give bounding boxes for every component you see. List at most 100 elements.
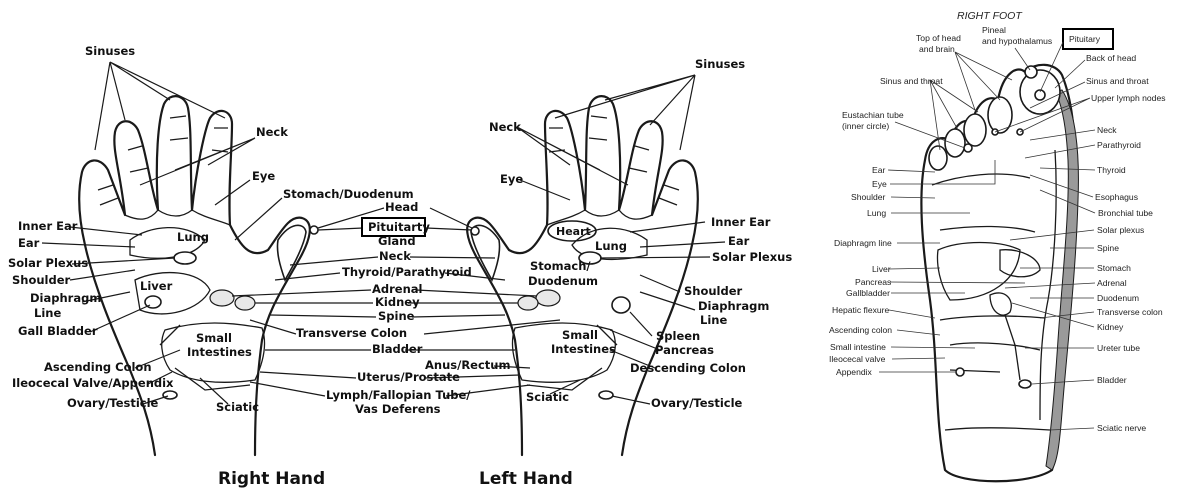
- lh-stomach-label: Stomach/: [530, 259, 591, 273]
- rh-intestines-label: Intestines: [187, 345, 252, 359]
- rh-liver-label: Liver: [140, 279, 173, 293]
- lh-spleen-label: Spleen: [656, 329, 700, 343]
- lh-diaphragm-label: Diaphragm: [698, 299, 769, 313]
- foot-thyroid-label: Thyroid: [1097, 165, 1126, 175]
- rh-ovary-label: Ovary/Testicle: [67, 396, 159, 410]
- foot-ear-label: Ear: [872, 165, 886, 175]
- right-foot-shoulder-lung-zone: [932, 174, 1035, 232]
- lh-eye-label: Eye: [500, 172, 523, 186]
- foot-back-head-label: Back of head: [1086, 53, 1136, 63]
- foot-transverse-colon-label: Transverse colon: [1097, 307, 1163, 317]
- lh-descending-colon-label: Descending Colon: [630, 361, 746, 375]
- foot-spine-label: Spine: [1097, 243, 1119, 253]
- right-foot-ureter: [1005, 315, 1020, 380]
- foot-adrenal-label: Adrenal: [1097, 278, 1127, 288]
- foot-stomach-label: Stomach: [1097, 263, 1131, 273]
- lh-solar-plexus-label: Solar Plexus: [712, 250, 792, 264]
- foot-appendix-label: Appendix: [836, 367, 873, 377]
- foot-bladder-label: Bladder: [1097, 375, 1127, 385]
- center-uterus-label: Uterus/Prostate: [357, 370, 460, 384]
- foot-sinus-right-label: Sinus and throat: [1086, 76, 1149, 86]
- foot-pituitary-label: Pituitary: [1069, 34, 1101, 44]
- foot-kidney-label: Kidney: [1097, 322, 1124, 332]
- foot-neck-label: Neck: [1097, 125, 1117, 135]
- center-transverse-colon-label: Transverse Colon: [296, 326, 407, 340]
- foot-lung-label: Lung: [867, 208, 886, 218]
- foot-sciatic-label: Sciatic nerve: [1097, 423, 1146, 433]
- lh-inner-ear-label: Inner Ear: [711, 215, 771, 229]
- right-hand-pituitary-dot: [310, 226, 318, 234]
- foot-hypothalamus-label: and hypothalamus: [982, 36, 1052, 46]
- rh-shoulder-label: Shoulder: [12, 273, 71, 287]
- rh-sciatic-label: Sciatic: [216, 400, 259, 414]
- eustachian-dot: [964, 144, 972, 152]
- right-foot-heel-line: [945, 428, 1050, 430]
- rh-solar-plexus-label: Solar Plexus: [8, 256, 88, 270]
- rh-eye-label: Eye: [252, 169, 275, 183]
- foot-bronchial-label: Bronchial tube: [1098, 208, 1153, 218]
- center-lymph-label: Lymph/Fallopian Tube/: [326, 388, 471, 402]
- right-foot-colon-zone: [940, 316, 1045, 372]
- foot-shoulder-label: Shoulder: [851, 192, 886, 202]
- left-hand-pituitary-dot: [471, 227, 479, 235]
- right-foot-kidney-zone: [990, 293, 1011, 315]
- lh-ear-label: Ear: [728, 234, 750, 248]
- lh-duodenum-label: Duodenum: [528, 274, 598, 288]
- rh-ileocecal-label: Ileocecal Valve/Appendix: [12, 376, 174, 390]
- foot-inner-circle-label: (inner circle): [842, 121, 889, 131]
- foot-solar-plexus-label: Solar plexus: [1097, 225, 1144, 235]
- toe-3: [964, 114, 986, 146]
- foot-upper-lymph-label: Upper lymph nodes: [1091, 93, 1166, 103]
- rh-stomach-label: Stomach/Duodenum: [283, 187, 414, 201]
- center-pituitary-label: Pituitarty: [368, 220, 430, 234]
- rh-neck-label: Neck: [256, 125, 288, 139]
- foot-sinus-left-label: Sinus and throat: [880, 76, 943, 86]
- right-hand-title: Right Hand: [218, 469, 325, 488]
- right-hand-adrenal-organ: [210, 290, 234, 306]
- lh-heart-label: Heart: [556, 225, 591, 238]
- rh-inner-ear-label: Inner Ear: [18, 219, 78, 233]
- lh-small-label: Small: [562, 328, 598, 342]
- center-head-label: Head: [385, 200, 418, 214]
- foot-parathyroid-label: Parathyroid: [1097, 140, 1141, 150]
- foot-esophagus-label: Esophagus: [1095, 192, 1138, 202]
- right-foot-title: RIGHT FOOT: [957, 10, 1023, 22]
- center-thyroid-label: Thyroid/Parathyroid: [342, 265, 472, 279]
- rh-lung-label: Lung: [177, 230, 209, 244]
- foot-ureter-label: Ureter tube: [1097, 343, 1140, 353]
- left-hand-kidney-organ: [518, 296, 538, 310]
- right-hand-kidney-organ: [235, 296, 255, 310]
- center-gland-label: Gland: [378, 234, 416, 248]
- center-neck-label: Neck: [379, 249, 411, 263]
- foot-hepatic-label: Hepatic flexure: [832, 305, 890, 315]
- left-hand-ovary-organ: [599, 391, 613, 399]
- right-foot-liver-zone: [938, 243, 1021, 301]
- foot-liver-label: Liver: [872, 264, 891, 274]
- rh-small-label: Small: [196, 331, 232, 345]
- foot-pancreas-label: Pancreas: [855, 277, 891, 287]
- center-spine-label: Spine: [378, 309, 415, 323]
- lh-pancreas-label: Pancreas: [655, 343, 714, 357]
- lh-lung-label: Lung: [595, 239, 627, 253]
- foot-ascending-colon-label: Ascending colon: [829, 325, 892, 335]
- toe-5: [929, 146, 947, 170]
- foot-small-intestine-label: Small intestine: [830, 342, 886, 352]
- center-vas-label: Vas Deferens: [355, 402, 441, 416]
- rh-sinuses-label: Sinuses: [85, 44, 135, 58]
- right-foot-toes: [929, 66, 1060, 170]
- rh-ascending-colon-label: Ascending Colon: [44, 360, 152, 374]
- lh-diaphragm-line-label: Line: [700, 313, 727, 327]
- center-bladder-label: Bladder: [372, 342, 423, 356]
- left-hand-adrenal-organ: [536, 290, 560, 306]
- lh-intestines-label: Intestines: [551, 342, 616, 356]
- foot-brain-label: and brain: [919, 44, 955, 54]
- lh-shoulder-label: Shoulder: [684, 284, 743, 298]
- foot-pineal-label: Pineal: [982, 25, 1006, 35]
- right-hand-solar-plexus-organ: [174, 252, 196, 264]
- foot-eustachian-label: Eustachian tube: [842, 110, 904, 120]
- pineal-dot: [1025, 66, 1037, 78]
- foot-gallbladder-label: Gallbladder: [846, 288, 890, 298]
- lh-neck-label: Neck: [489, 120, 521, 134]
- right-hand-ovary-organ: [163, 391, 177, 399]
